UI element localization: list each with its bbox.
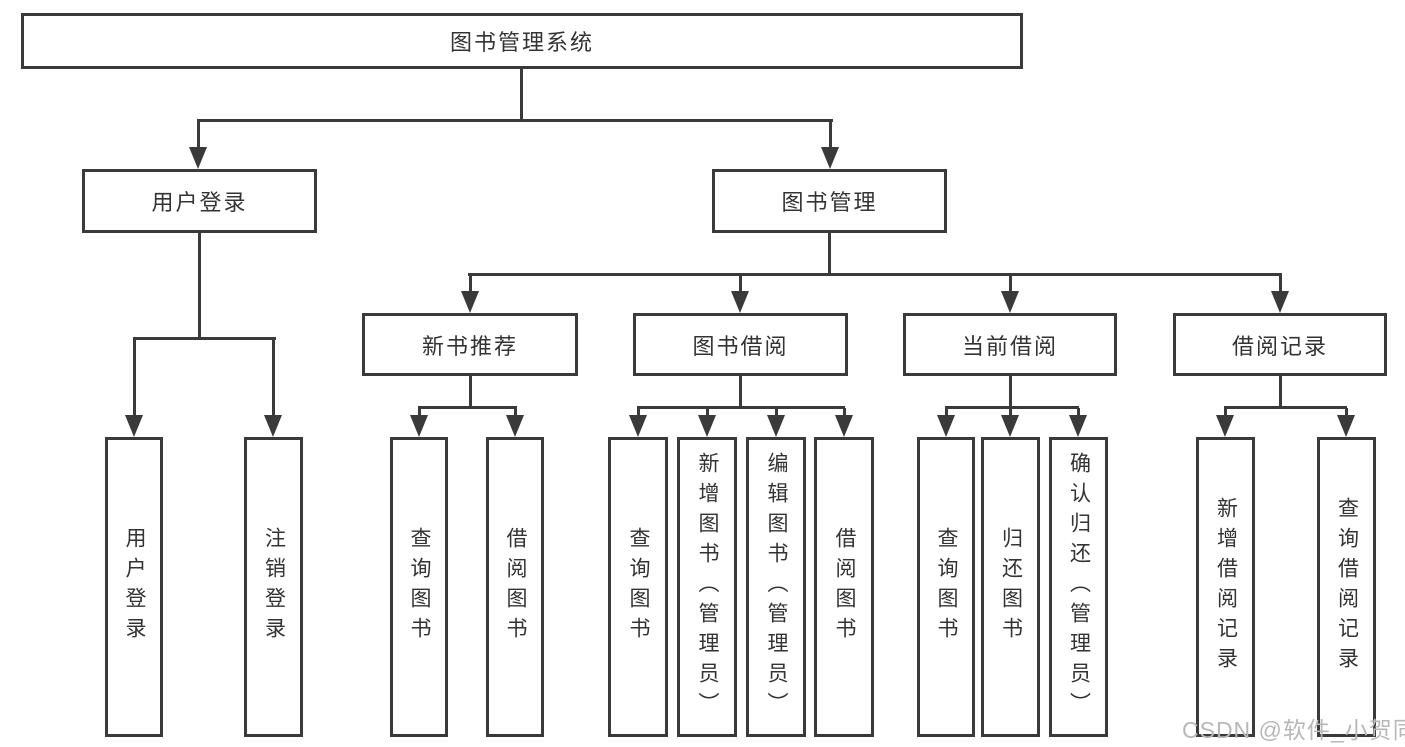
node-user-login: 用户登录 [82, 169, 317, 233]
arrow-down-icon [189, 147, 207, 169]
connector-line [418, 408, 421, 420]
connector-line [133, 337, 276, 340]
connector-line [945, 406, 1079, 409]
leaf-confirm-return-admin-label: 确认归还（管理员） [1067, 452, 1091, 722]
arrow-down-icon [1216, 415, 1234, 437]
arrow-down-icon [1001, 291, 1019, 313]
connector-line [469, 376, 472, 409]
arrow-down-icon [698, 415, 716, 437]
leaf-query-borrow-record: 查询借阅记录 [1317, 437, 1376, 737]
leaf-current-query-book: 查询图书 [917, 437, 975, 737]
leaf-logout-label: 注销登录 [262, 527, 286, 647]
leaf-return-book-label: 归还图书 [999, 527, 1023, 647]
node-borrow-record: 借阅记录 [1173, 313, 1387, 376]
connector-line [637, 408, 640, 420]
connector-line [1224, 408, 1227, 420]
connector-line [272, 338, 275, 418]
arrow-down-icon [1337, 415, 1355, 437]
arrow-down-icon [821, 147, 839, 169]
leaf-borrow-book-label: 借阅图书 [833, 527, 856, 647]
leaf-borrow-query-book-label: 查询图书 [627, 527, 650, 647]
leaf-add-book-admin-label: 新增图书（管理员） [696, 452, 719, 722]
connector-line [198, 233, 201, 340]
connector-line [197, 120, 200, 150]
connector-line [1009, 408, 1012, 420]
leaf-edit-book-admin-label: 编辑图书（管理员） [765, 452, 788, 722]
node-book-borrow-label: 图书借阅 [692, 333, 789, 359]
leaf-add-book-admin: 新增图书（管理员） [677, 437, 737, 737]
connector-line [197, 119, 833, 122]
leaf-add-borrow-record-label: 新增借阅记录 [1214, 497, 1238, 677]
connector-line [469, 274, 472, 294]
arrow-down-icon [835, 415, 853, 437]
node-user-login-label: 用户登录 [151, 190, 248, 215]
connector-line [828, 233, 831, 275]
connector-line [1009, 376, 1012, 409]
connector-line [706, 408, 709, 420]
arrow-down-icon [767, 415, 785, 437]
connector-line [468, 273, 1282, 276]
node-root: 图书管理系统 [21, 13, 1023, 69]
connector-line [1279, 274, 1282, 294]
leaf-recommend-query-book: 查询图书 [390, 437, 448, 737]
leaf-recommend-query-book-label: 查询图书 [408, 527, 431, 647]
connector-line [418, 406, 517, 409]
leaf-borrow-query-book: 查询图书 [608, 437, 668, 737]
arrow-down-icon [731, 291, 749, 313]
connector-line [1224, 406, 1347, 409]
connector-line [775, 408, 778, 420]
node-new-book-recommend-label: 新书推荐 [421, 333, 518, 359]
node-root-label: 图书管理系统 [449, 30, 594, 55]
leaf-recommend-borrow-book: 借阅图书 [486, 437, 544, 737]
node-book-management-label: 图书管理 [781, 190, 878, 215]
leaf-query-borrow-record-label: 查询借阅记录 [1335, 497, 1359, 677]
leaf-logout: 注销登录 [244, 437, 303, 737]
arrow-down-icon [1001, 415, 1019, 437]
leaf-confirm-return-admin: 确认归还（管理员） [1049, 437, 1108, 737]
leaf-user-login: 用户登录 [105, 437, 163, 737]
arrow-down-icon [125, 415, 143, 437]
connector-line [843, 408, 846, 420]
arrow-down-icon [937, 415, 955, 437]
connector-line [829, 120, 832, 150]
connector-line [1077, 408, 1080, 420]
leaf-recommend-borrow-book-label: 借阅图书 [504, 527, 527, 647]
leaf-user-login-label: 用户登录 [123, 527, 146, 647]
connector-line [133, 338, 136, 418]
arrow-down-icon [264, 415, 282, 437]
arrow-down-icon [629, 415, 647, 437]
connector-line [520, 69, 523, 121]
connector-line [1009, 274, 1012, 294]
leaf-borrow-book: 借阅图书 [814, 437, 874, 737]
arrow-down-icon [506, 415, 524, 437]
node-borrow-record-label: 借阅记录 [1231, 333, 1328, 359]
node-current-borrow-label: 当前借阅 [961, 333, 1058, 359]
connector-line [637, 406, 845, 409]
arrow-down-icon [410, 415, 428, 437]
leaf-edit-book-admin: 编辑图书（管理员） [746, 437, 806, 737]
arrow-down-icon [1271, 291, 1289, 313]
leaf-current-query-book-label: 查询图书 [935, 527, 958, 647]
node-new-book-recommend: 新书推荐 [362, 313, 578, 376]
node-current-borrow: 当前借阅 [903, 313, 1117, 376]
connector-line [945, 408, 948, 420]
connector-line [739, 376, 742, 409]
connector-line [739, 274, 742, 294]
node-book-management: 图书管理 [712, 169, 947, 233]
connector-line [1345, 408, 1348, 420]
connector-line [514, 408, 517, 420]
connector-line [1279, 376, 1282, 409]
csdn-watermark: CSDN @软件_小贺同学 [1182, 717, 1405, 743]
leaf-return-book: 归还图书 [981, 437, 1040, 737]
node-book-borrow: 图书借阅 [633, 313, 848, 376]
arrow-down-icon [1069, 415, 1087, 437]
arrow-down-icon [461, 291, 479, 313]
leaf-add-borrow-record: 新增借阅记录 [1196, 437, 1255, 737]
